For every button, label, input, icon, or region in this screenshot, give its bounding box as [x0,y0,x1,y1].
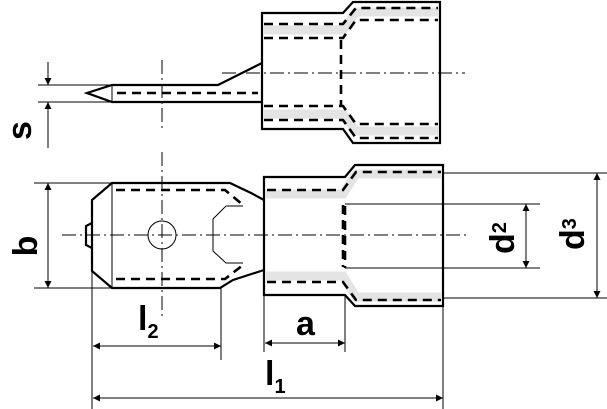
dimension-lines [34,62,607,409]
label-d2: d2 [484,222,522,254]
label-l1: l1 [265,355,286,398]
label-d3: d3 [554,218,592,250]
label-s: s [1,121,39,140]
label-l2: l2 [138,300,159,343]
top-view [62,152,470,318]
label-b: b [7,236,45,257]
label-a: a [296,305,316,343]
side-view [83,0,465,145]
